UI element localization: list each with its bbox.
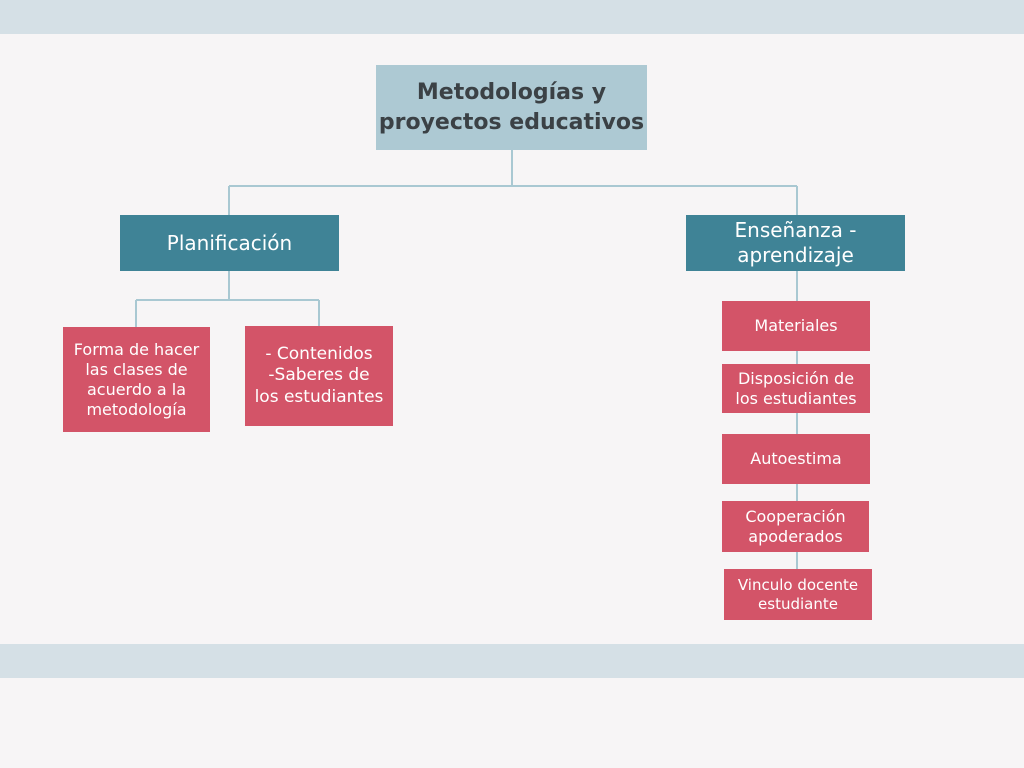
forma-line-2: las clases de: [85, 359, 188, 379]
autoestima-node: Autoestima: [722, 434, 870, 484]
contenidos-node: - Contenidos -Saberes de los estudiantes: [245, 326, 393, 426]
forma-node: Forma de hacer las clases de acuerdo a l…: [63, 327, 210, 432]
bottom-band: [0, 644, 1024, 678]
contenidos-line-3: los estudiantes: [254, 386, 384, 407]
ensenanza-line-2: aprendizaje: [737, 243, 854, 267]
forma-line-4: metodología: [86, 399, 187, 419]
forma-line-1: Forma de hacer: [73, 339, 200, 359]
materiales-node: Materiales: [722, 301, 870, 351]
root-line-2: proyectos educativos: [378, 109, 645, 135]
forma-line-3: acuerdo a la: [86, 379, 187, 399]
contenidos-line-2: -Saberes de: [268, 365, 370, 386]
disposicion-line-2: los estudiantes: [735, 388, 857, 408]
top-band: [0, 0, 1024, 34]
ensenanza-line-1: Enseñanza -: [734, 218, 857, 242]
disposicion-line-1: Disposición de: [737, 368, 855, 388]
planificacion-label: Planificación: [166, 230, 293, 255]
vinculo-line-1: Vinculo docente: [737, 575, 859, 594]
contenidos-line-1: - Contenidos: [265, 344, 373, 365]
root-node: Metodologías y proyectos educativos: [376, 65, 647, 150]
vinculo-node: Vinculo docente estudiante: [724, 569, 872, 620]
ensenanza-node: Enseñanza - aprendizaje: [686, 215, 905, 271]
autoestima-label: Autoestima: [750, 449, 842, 468]
root-line-1: Metodologías y: [416, 79, 607, 105]
planificacion-node: Planificación: [120, 215, 339, 271]
disposicion-node: Disposición de los estudiantes: [722, 364, 870, 413]
materiales-label: Materiales: [754, 316, 838, 335]
vinculo-line-2: estudiante: [758, 594, 838, 613]
cooperacion-line-2: apoderados: [748, 526, 843, 546]
cooperacion-node: Cooperación apoderados: [722, 501, 869, 552]
cooperacion-line-1: Cooperación: [745, 506, 846, 526]
